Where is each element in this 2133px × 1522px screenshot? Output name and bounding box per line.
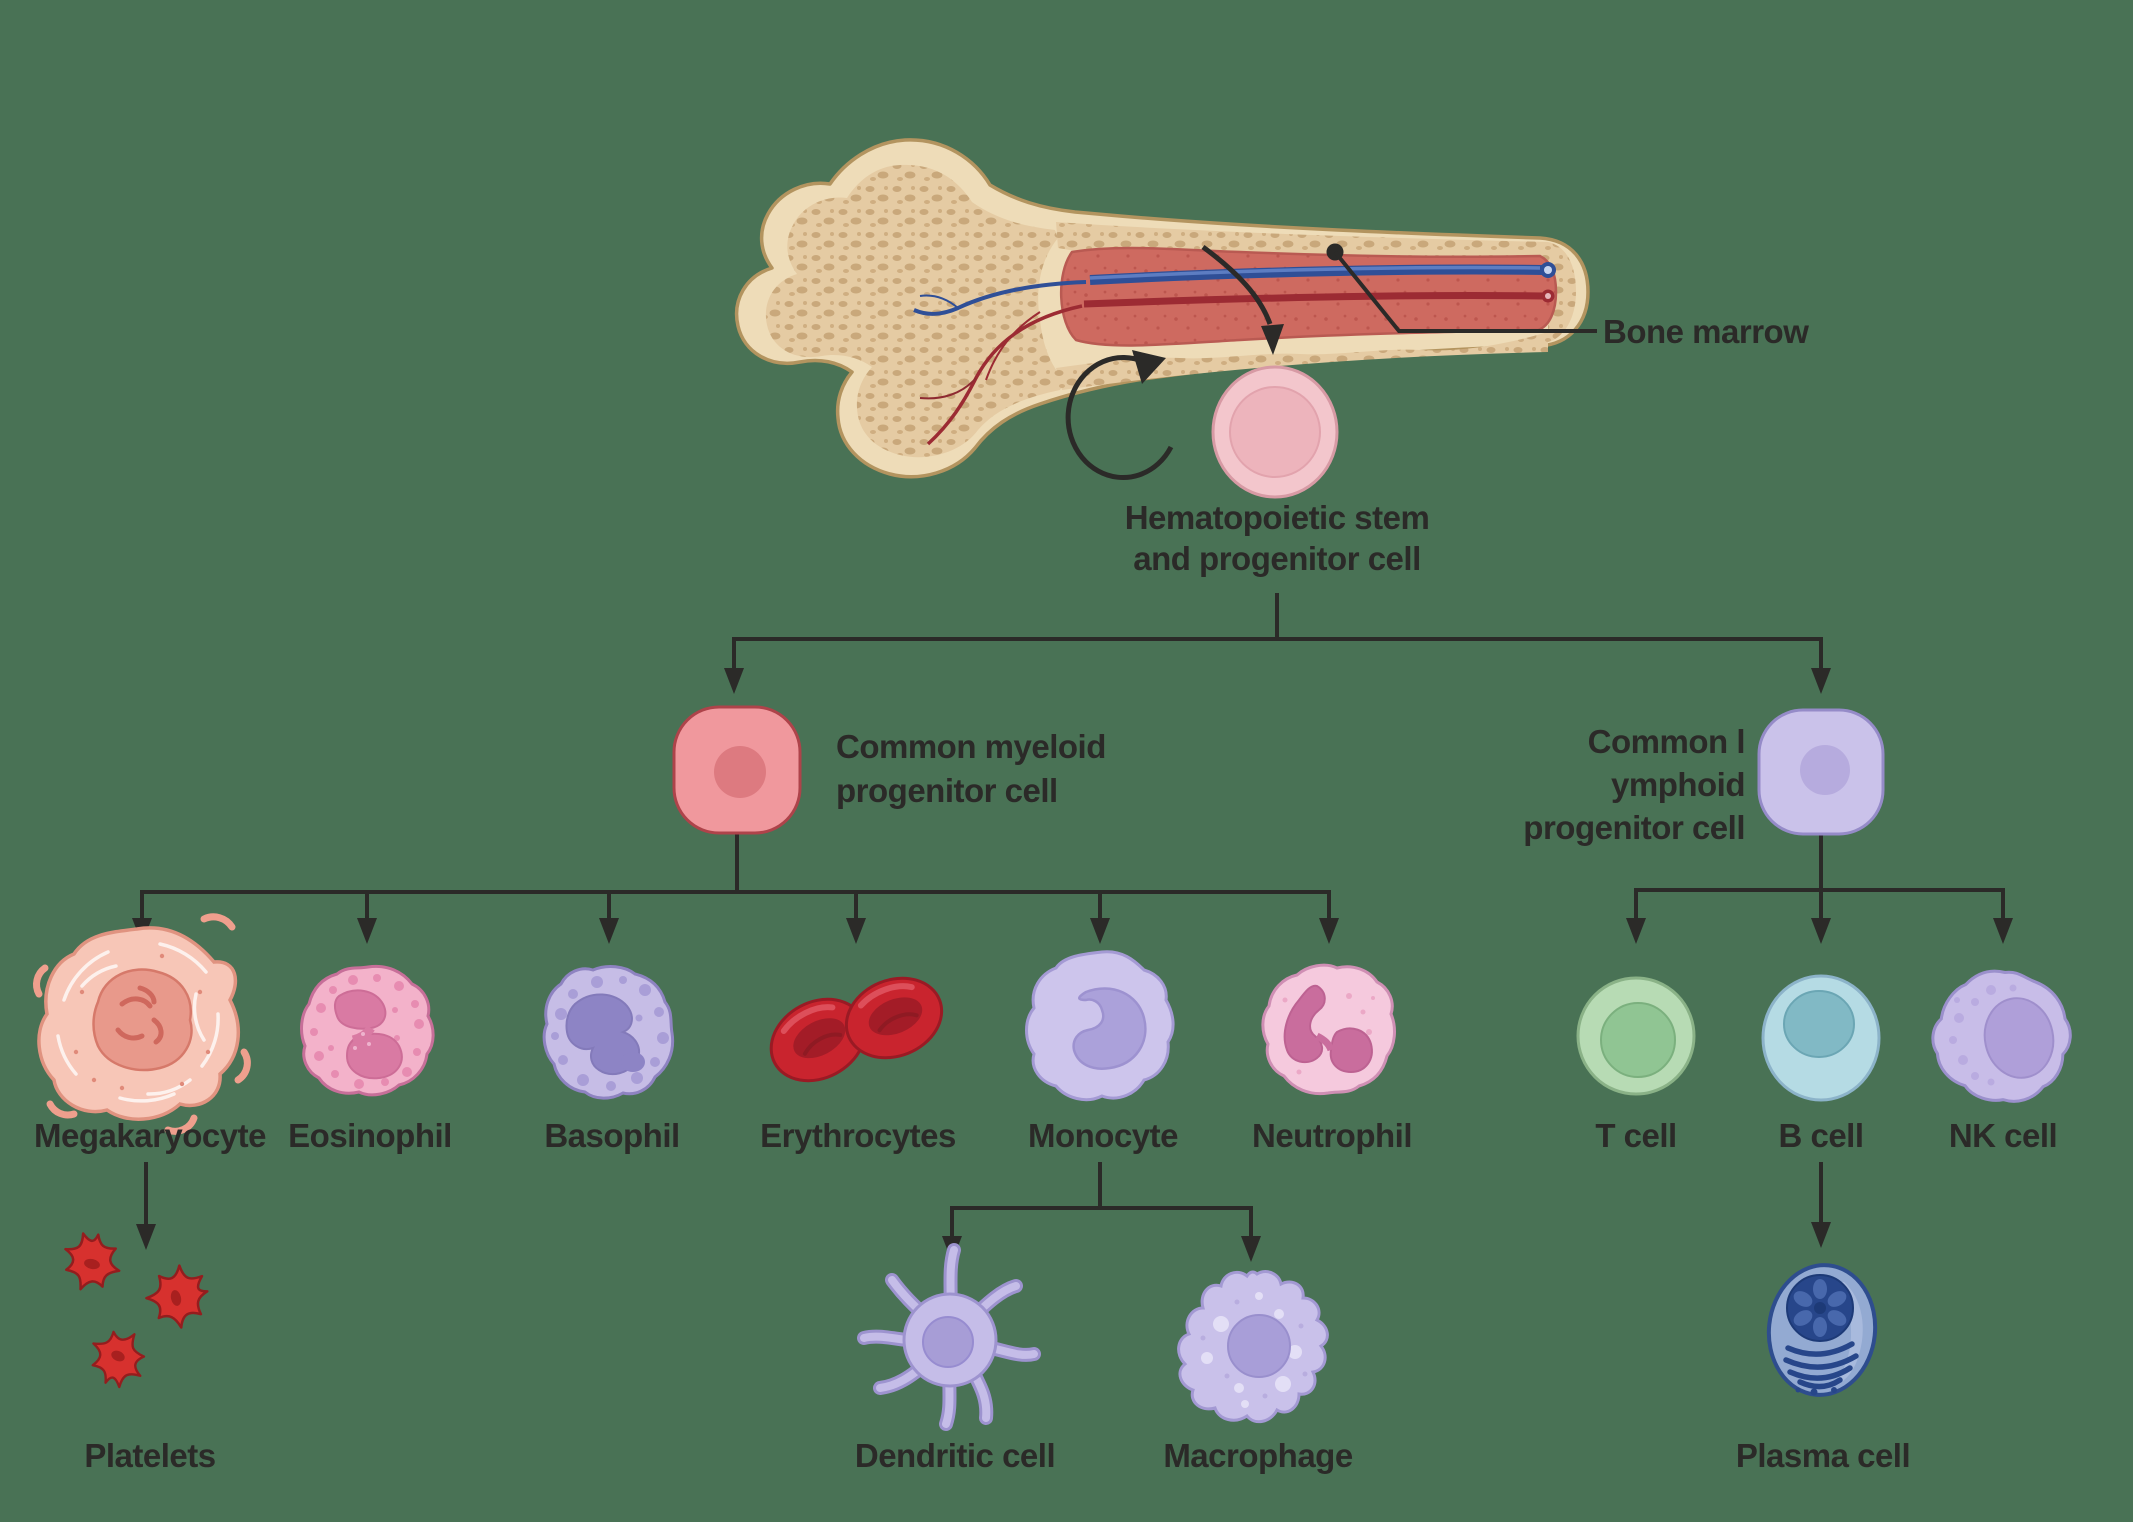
lymphoid-progenitor-label: Common l ymphoid progenitor cell xyxy=(1523,723,1745,846)
erythrocytes-label: Erythrocytes xyxy=(760,1117,956,1154)
plasma-cell xyxy=(1766,1263,1878,1397)
megakaryocyte-cell xyxy=(33,913,251,1135)
platelets-label: Platelets xyxy=(84,1437,216,1474)
b-cell xyxy=(1761,974,1881,1102)
neutrophil-label: Neutrophil xyxy=(1252,1117,1412,1154)
eosinophil-label: Eosinophil xyxy=(288,1117,452,1154)
macrophage-label: Macrophage xyxy=(1163,1437,1353,1474)
erythrocytes-cells xyxy=(757,964,954,1096)
eosinophil-cell xyxy=(300,964,435,1097)
bone-vessels xyxy=(913,264,1545,446)
dendritic-cell-label: Dendritic cell xyxy=(854,1437,1056,1474)
lymphoid-progenitor-cell xyxy=(1757,708,1885,836)
tree-connectors xyxy=(132,593,2013,1262)
bone-vein xyxy=(1089,264,1545,285)
platelets-cells xyxy=(64,1232,209,1389)
neutrophil-cell xyxy=(1261,963,1396,1096)
bone-marrow-label: Bone marrow xyxy=(1603,313,1809,350)
nk-cell xyxy=(1912,946,2094,1127)
plasma-cell-label: Plasma cell xyxy=(1735,1437,1911,1474)
basophil-label: Basophil xyxy=(544,1117,680,1154)
monocyte-cell xyxy=(1025,950,1175,1102)
myeloid-progenitor-label: Common myeloid progenitor cell xyxy=(836,728,1106,809)
myeloid-progenitor-cell xyxy=(672,705,802,835)
monocyte-label: Monocyte xyxy=(1027,1117,1179,1154)
t-cell-label: T cell xyxy=(1595,1117,1677,1154)
t-cell xyxy=(1576,976,1696,1096)
nk-cell-label: NK cell xyxy=(1948,1117,2058,1154)
dendritic-cell xyxy=(857,1243,1041,1431)
bone-artery xyxy=(1083,291,1545,308)
bone-to-stemcell-arrow xyxy=(1201,244,1284,355)
megakaryocyte-label: Megakaryocyte xyxy=(34,1117,266,1154)
self-renewal-arrow xyxy=(1065,350,1174,480)
bone-marrow-callout-line xyxy=(1326,243,1597,333)
hsc-cell xyxy=(1211,365,1339,499)
macrophage-cell xyxy=(1177,1270,1329,1424)
basophil-detail xyxy=(551,976,669,1091)
b-cell-label: B cell xyxy=(1778,1117,1864,1154)
hsc-label: Hematopoietic stem and progenitor cell xyxy=(1124,499,1430,577)
bone-illustration xyxy=(734,138,1590,479)
